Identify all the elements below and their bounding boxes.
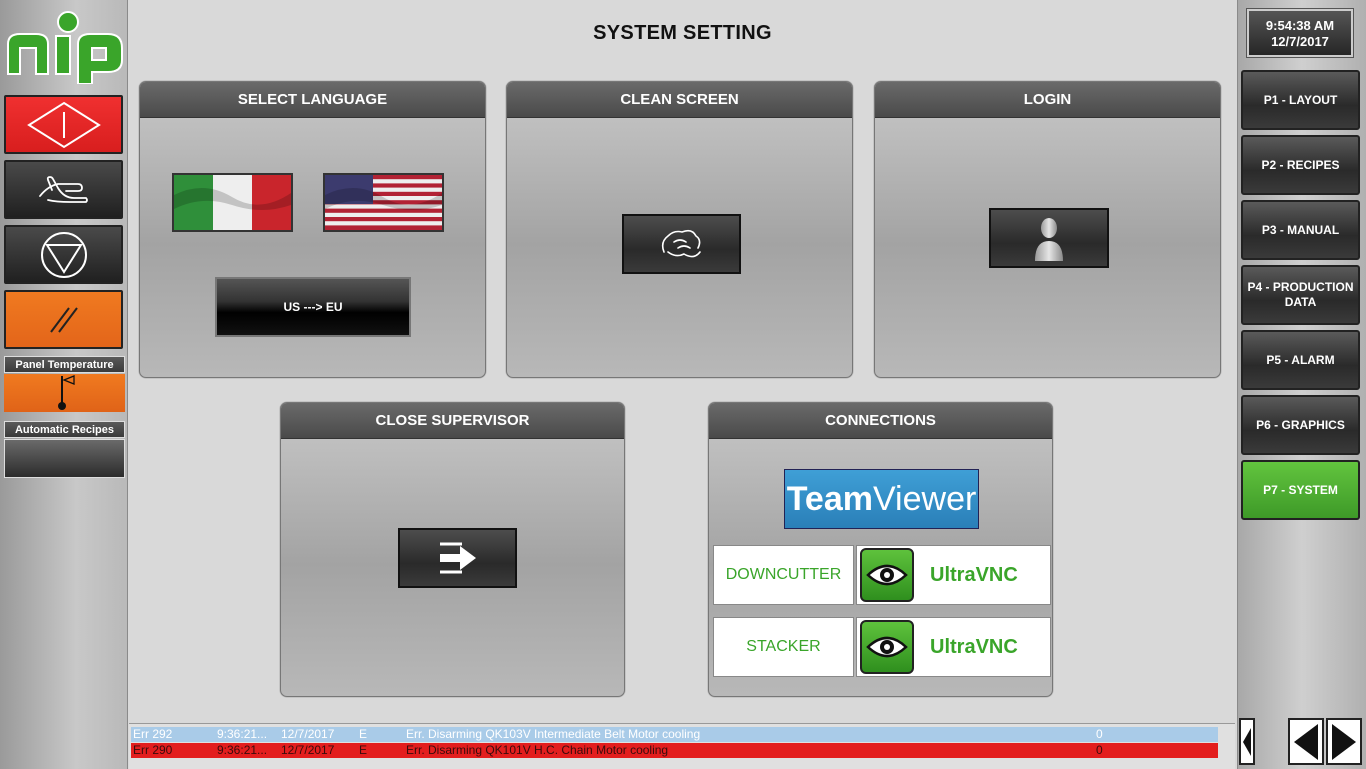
cleaning-hand-icon <box>661 229 701 258</box>
manual-mode-button[interactable] <box>4 160 123 219</box>
close-supervisor-title: CLOSE SUPERVISOR <box>281 403 624 439</box>
unit-conversion-button[interactable]: US ---> EU <box>215 277 411 337</box>
stacker-host-label: STACKER <box>713 617 854 677</box>
clock-time: 9:54:38 AM <box>1265 18 1335 33</box>
start-diamond-icon <box>26 101 101 148</box>
downcutter-host-label: DOWNCUTTER <box>713 545 854 605</box>
page-title: SYSTEM SETTING <box>593 22 772 44</box>
left-sidebar: Panel Temperature Automatic Recipes <box>0 0 128 769</box>
connections-title: CONNECTIONS <box>709 403 1052 439</box>
nav-p3-manual[interactable]: P3 - MANUAL <box>1241 200 1360 260</box>
select-language-panel: SELECT LANGUAGE US ---> EU <box>139 81 486 378</box>
clean-screen-panel: CLEAN SCREEN <box>506 81 853 378</box>
exit-arrow-icon <box>439 542 476 574</box>
us-flag-button[interactable] <box>323 173 444 232</box>
arrow-right-icon <box>1332 723 1356 760</box>
stacker-ultravnc-button[interactable]: UltraVNC <box>856 617 1051 677</box>
automatic-recipes-indicator[interactable] <box>4 439 125 478</box>
panel-temperature-indicator <box>4 374 125 412</box>
automatic-recipes-label: Automatic Recipes <box>4 421 125 438</box>
alarm-time: 9:36:21... <box>217 743 268 757</box>
close-supervisor-button[interactable] <box>398 528 517 588</box>
next-page-button[interactable] <box>1326 718 1362 765</box>
alarm-count: 0 <box>1096 743 1103 757</box>
arrow-left-icon <box>1294 723 1318 760</box>
ultravnc-label: UltraVNC <box>930 635 1018 658</box>
teamviewer-label: Viewer <box>872 479 977 518</box>
downcutter-ultravnc-button[interactable]: UltraVNC <box>856 545 1051 605</box>
alarm-list: Err 292 9:36:21... 12/7/2017 E Err. Disa… <box>129 723 1235 769</box>
thermometer-icon <box>58 375 75 410</box>
alarm-date: 12/7/2017 <box>281 727 335 741</box>
nav-p2-recipes[interactable]: P2 - RECIPES <box>1241 135 1360 195</box>
alarm-message: Err. Disarming QK103V Intermediate Belt … <box>406 727 701 741</box>
login-panel: LOGIN <box>874 81 1221 378</box>
nav-p1-layout[interactable]: P1 - LAYOUT <box>1241 70 1360 130</box>
stop-triangle-icon <box>40 231 87 278</box>
alarm-row[interactable]: Err 292 9:36:21... 12/7/2017 E Err. Disa… <box>131 727 1218 742</box>
panel-temperature-label: Panel Temperature <box>4 356 125 373</box>
user-icon <box>1035 218 1063 261</box>
italy-flag-icon <box>174 175 291 230</box>
clean-screen-button[interactable] <box>622 214 741 274</box>
company-logo <box>4 8 126 85</box>
alarm-date: 12/7/2017 <box>281 743 335 757</box>
alarm-row[interactable]: Err 290 9:36:21... 12/7/2017 E Err. Disa… <box>131 743 1218 758</box>
clock-display: 9:54:38 AM 12/7/2017 <box>1247 9 1353 57</box>
alarm-code: Err 292 <box>133 727 173 741</box>
usa-flag-icon <box>325 175 442 230</box>
eye-icon <box>860 548 914 602</box>
clock-date: 12/7/2017 <box>1271 34 1329 49</box>
alarm-time: 9:36:21... <box>217 727 268 741</box>
start-cycle-button[interactable] <box>4 95 123 154</box>
nav-p4-production-data[interactable]: P4 - PRODUCTION DATA <box>1241 265 1360 325</box>
alarm-type: E <box>359 727 368 741</box>
teamviewer-label-bold: Team <box>786 479 873 518</box>
close-supervisor-panel: CLOSE SUPERVISOR <box>280 402 625 697</box>
clean-screen-title: CLEAN SCREEN <box>507 82 852 118</box>
previous-page-button[interactable] <box>1288 718 1324 765</box>
italian-flag-button[interactable] <box>172 173 293 232</box>
reset-slash-icon <box>49 306 78 333</box>
hand-icon <box>38 175 88 203</box>
nav-p6-graphics[interactable]: P6 - GRAPHICS <box>1241 395 1360 455</box>
nav-p5-alarm[interactable]: P5 - ALARM <box>1241 330 1360 390</box>
alarm-message: Err. Disarming QK101V H.C. Chain Motor c… <box>406 743 669 757</box>
ultravnc-label: UltraVNC <box>930 563 1018 586</box>
triangle-left-small-icon <box>1243 727 1251 756</box>
alarm-scroll-button[interactable] <box>1239 718 1255 765</box>
reset-button[interactable] <box>4 290 123 349</box>
nav-p7-system[interactable]: P7 - SYSTEM <box>1241 460 1360 520</box>
login-title: LOGIN <box>875 82 1220 118</box>
stop-cycle-button[interactable] <box>4 225 123 284</box>
alarm-type: E <box>359 743 368 757</box>
eye-icon <box>860 620 914 674</box>
select-language-title: SELECT LANGUAGE <box>140 82 485 118</box>
login-button[interactable] <box>989 208 1109 268</box>
alarm-count: 0 <box>1096 727 1103 741</box>
alarm-code: Err 290 <box>133 743 173 757</box>
right-sidebar: 9:54:38 AM 12/7/2017 P1 - LAYOUT P2 - RE… <box>1237 0 1366 769</box>
